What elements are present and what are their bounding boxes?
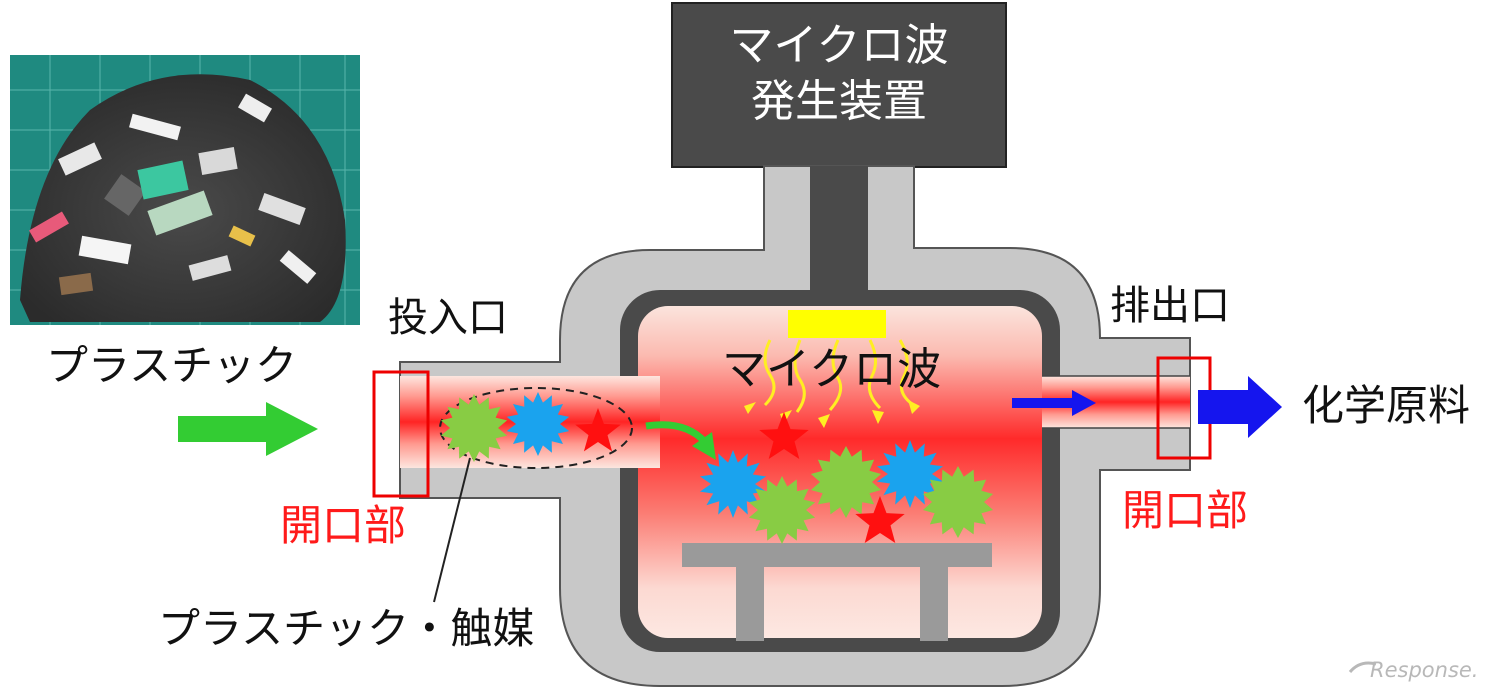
- plastic-waste-photo: [10, 55, 360, 325]
- generator-label-line2: 発生装置: [751, 76, 927, 127]
- microwave-rays: [763, 339, 913, 413]
- transfer-arrow: [645, 421, 716, 460]
- catalyst-star-red: [575, 408, 621, 452]
- product-output-arrow: [1198, 376, 1282, 438]
- inlet-label: 投入口: [388, 295, 508, 341]
- plastic-particle-green: [922, 466, 994, 538]
- callout-line: [433, 457, 471, 603]
- microwave-label: マイクロ波: [722, 344, 942, 395]
- product-label: 化学原料: [1302, 381, 1471, 430]
- inlet-opening-label: 開口部: [280, 501, 407, 550]
- plastic-catalyst-label: プラスチック・触媒: [158, 604, 535, 653]
- plastic-particle-green: [748, 476, 816, 544]
- plastic-input-arrow: [178, 402, 318, 456]
- catalyst-star-red: [855, 496, 905, 543]
- microwave-emitter: [788, 310, 886, 338]
- microwave-generator-box: [671, 2, 1007, 168]
- watermark-swoosh-icon: [1348, 661, 1377, 674]
- generator-label: マイクロ波 発生装置: [672, 18, 1006, 130]
- plastic-particle-green: [440, 394, 508, 462]
- plastic-catalyst-group: [439, 387, 633, 469]
- outlet-label: 排出口: [1110, 283, 1230, 329]
- inlet-opening-box: [372, 370, 430, 498]
- outlet-flow-arrow: [1012, 390, 1096, 416]
- sample-stage: [682, 543, 992, 641]
- plastic-label: プラスチック: [46, 341, 298, 390]
- catalyst-star-red: [759, 412, 809, 459]
- catalyst-particle-blue: [699, 450, 767, 518]
- waveguide: [810, 166, 868, 312]
- outlet-opening-label: 開口部: [1122, 486, 1249, 535]
- catalyst-particle-blue: [506, 392, 570, 456]
- watermark: Response.: [1370, 658, 1479, 682]
- plastic-particle-green: [810, 446, 882, 518]
- catalyst-particle-blue: [876, 440, 944, 508]
- generator-label-line1: マイクロ波: [729, 20, 949, 71]
